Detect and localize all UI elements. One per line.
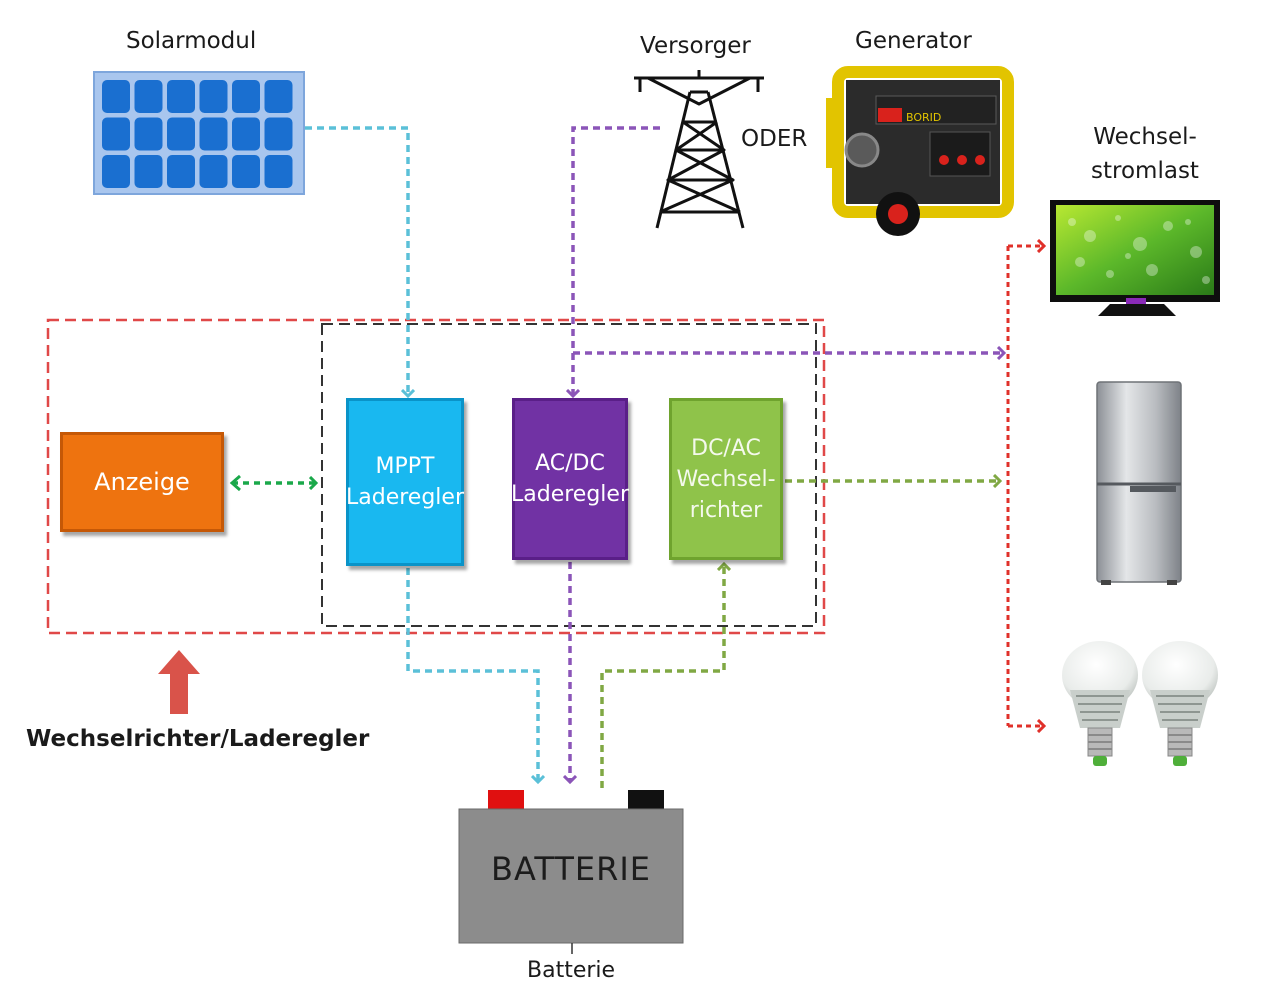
solar-cell <box>199 155 228 188</box>
solar-to-mppt-flow <box>305 126 408 396</box>
or-label: ODER <box>741 126 808 152</box>
grid-to-acdc-flow <box>573 126 660 396</box>
tv-water-drop <box>1106 270 1114 278</box>
solar-cell <box>199 117 228 151</box>
battery-caption: Batterie <box>527 958 616 983</box>
battery-main-label: BATTERIE <box>491 850 651 888</box>
solar-panel-label: Solarmodul <box>126 28 257 54</box>
mppt-label-line2: Laderegler <box>346 485 464 510</box>
ac-load-label-line1: Wechsel- <box>1093 124 1197 150</box>
solar-cell <box>134 155 163 188</box>
solar-cell <box>264 155 293 188</box>
generator-icon: BORID <box>826 66 1014 236</box>
solar-cell <box>264 80 293 113</box>
tv-water-drop <box>1133 237 1147 251</box>
display-box: Anzeige <box>60 432 224 532</box>
solar-cell <box>232 80 260 113</box>
solar-cell <box>264 117 293 151</box>
display-link-arrow-left <box>229 474 241 492</box>
solar-cell <box>167 117 195 151</box>
light-bulb-icon <box>1062 641 1218 766</box>
solar-cell <box>199 80 228 113</box>
tv-water-drop <box>1190 246 1202 258</box>
acdc-charge-controller-box: AC/DC Laderegler <box>511 398 629 560</box>
svg-text:BORID: BORID <box>906 111 941 124</box>
solar-cell <box>102 117 130 151</box>
solar-cell <box>232 117 260 151</box>
tv-water-drop <box>1146 264 1158 276</box>
mppt-to-battery-flow <box>406 568 538 782</box>
ac-load-label-line2: stromlast <box>1091 158 1199 184</box>
solar-cell <box>134 80 163 113</box>
tv-water-drop <box>1084 230 1096 242</box>
dcac-inverter-box: DC/AC Wechsel- richter <box>669 398 783 560</box>
grid-label: Versorger <box>640 33 751 59</box>
tv-water-drop <box>1202 276 1210 284</box>
solar-cell <box>167 80 195 113</box>
acdc-label-line2: Laderegler <box>511 482 629 507</box>
tv-water-drop <box>1125 253 1131 259</box>
solar-cell <box>102 155 130 188</box>
dcac-label-line3: richter <box>689 497 763 523</box>
display-label: Anzeige <box>94 467 190 496</box>
power-pylon-icon <box>634 70 764 229</box>
inverter-charger-label: Wechselrichter/Laderegler <box>26 726 370 752</box>
tv-water-drop <box>1115 215 1121 221</box>
inverter-charger-arrow <box>158 650 200 714</box>
tv-water-drop <box>1185 219 1191 225</box>
battery-to-inverter-flow <box>600 564 724 788</box>
dcac-label-line2: Wechsel- <box>676 466 776 492</box>
tv-water-drop <box>1163 221 1173 231</box>
tv-water-drop <box>1068 218 1076 226</box>
solar-cell <box>102 80 130 113</box>
solar-cell <box>232 155 260 188</box>
mppt-label-line1: MPPT <box>375 454 435 479</box>
solar-panel-icon <box>93 71 305 195</box>
refrigerator-icon <box>1096 381 1182 585</box>
acdc-label-line1: AC/DC <box>535 451 605 476</box>
mppt-charge-controller-box: MPPT Laderegler <box>346 398 464 566</box>
solar-cell <box>134 117 163 151</box>
dcac-label-line1: DC/AC <box>691 435 761 461</box>
generator-label: Generator <box>855 28 972 54</box>
tv-water-drop <box>1075 257 1085 267</box>
solar-cell <box>167 155 195 188</box>
television-icon <box>1050 200 1220 316</box>
battery-icon <box>458 790 684 954</box>
